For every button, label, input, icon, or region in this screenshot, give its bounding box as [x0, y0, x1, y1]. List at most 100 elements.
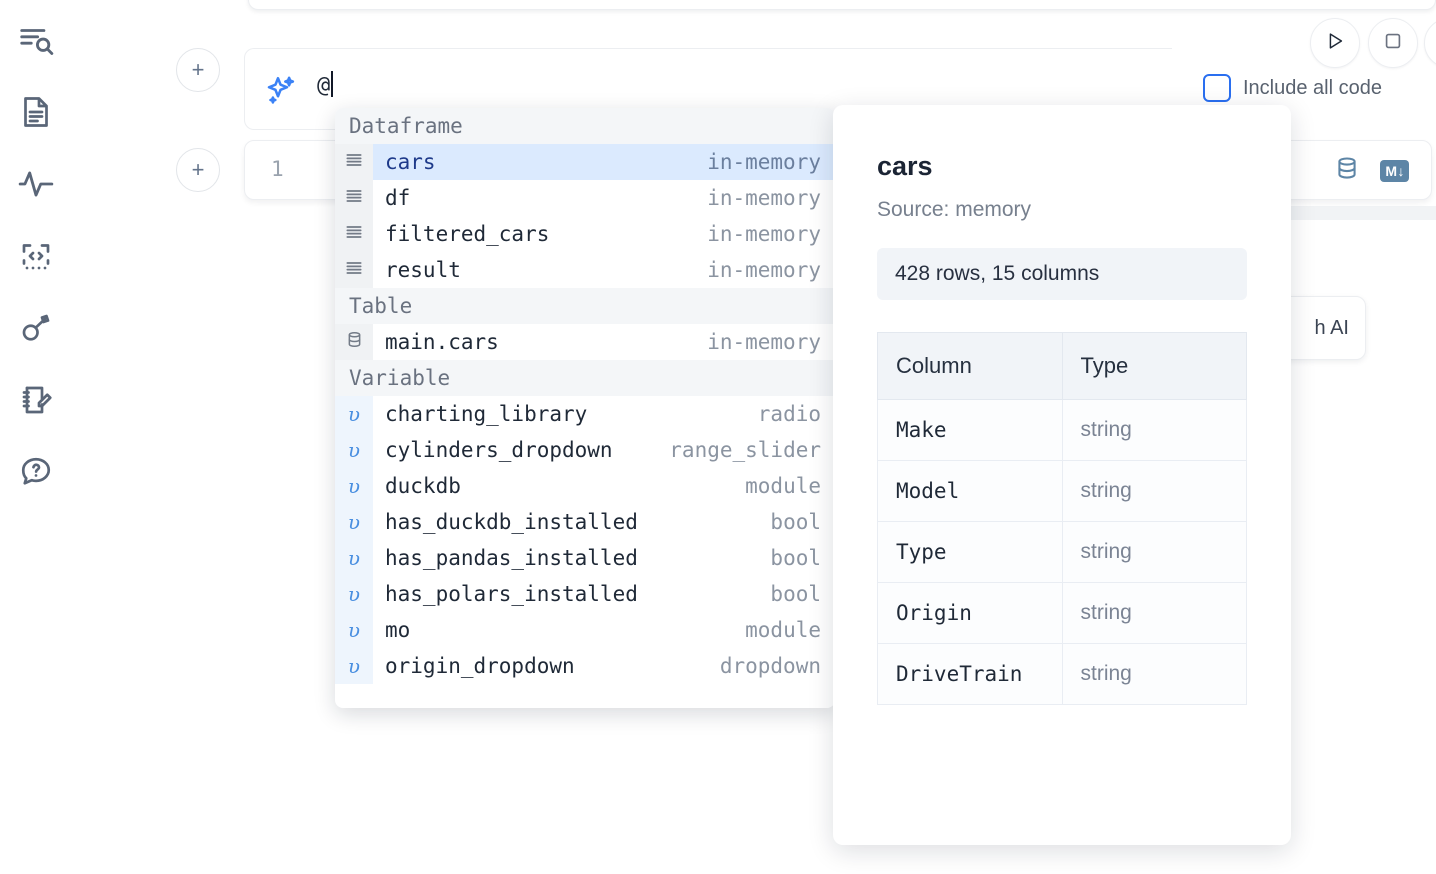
autocomplete-item-icon: υ: [335, 396, 373, 432]
schema-column-type: string: [1061, 399, 1247, 461]
stop-square-icon: [1382, 30, 1404, 57]
schema-table-header-cell: Type: [1061, 332, 1247, 400]
autocomplete-item[interactable]: υ has_pandas_installed bool: [335, 540, 835, 576]
autocomplete-item[interactable]: cars in-memory: [335, 144, 835, 180]
run-controls: [1310, 18, 1418, 68]
more-actions-button[interactable]: [1424, 18, 1436, 68]
database-icon[interactable]: [1334, 155, 1360, 186]
autocomplete-item-meta: module: [745, 474, 821, 498]
markdown-letter: M: [1385, 162, 1397, 179]
autocomplete-item-name: has_polars_installed: [385, 582, 638, 606]
sidebar-item-activity[interactable]: [14, 162, 58, 206]
autocomplete-item-icon: υ: [335, 576, 373, 612]
include-all-code-row[interactable]: Include all code: [1203, 74, 1382, 102]
autocomplete-item-meta: bool: [770, 546, 821, 570]
sidebar-item-scratchpad[interactable]: [14, 378, 58, 422]
variable-icon: υ: [347, 618, 361, 642]
autocomplete-item-meta: in-memory: [707, 150, 821, 174]
sidebar-item-secrets[interactable]: [14, 306, 58, 350]
autocomplete-item-name: has_pandas_installed: [385, 546, 638, 570]
autocomplete-item[interactable]: df in-memory: [335, 180, 835, 216]
detail-title: cars: [877, 151, 933, 181]
schema-table-header-cell: Column: [877, 332, 1063, 400]
variable-icon: υ: [347, 582, 361, 606]
help-chat-icon: [18, 454, 54, 490]
schema-column-name: Model: [877, 460, 1063, 522]
variable-icon: υ: [347, 654, 361, 678]
autocomplete-group-header: Variable: [335, 360, 835, 396]
ai-prompt-input[interactable]: @: [317, 71, 334, 98]
variable-icon: υ: [347, 438, 361, 462]
include-all-code-checkbox[interactable]: [1203, 74, 1231, 102]
dataframe-detail-panel: cars Source: memory 428 rows, 15 columns…: [833, 105, 1291, 845]
autocomplete-item-name: mo: [385, 618, 411, 642]
autocomplete-item-icon: υ: [335, 432, 373, 468]
autocomplete-item-meta: in-memory: [707, 222, 821, 246]
dataframe-rows-icon: [344, 258, 364, 283]
schema-column-type: string: [1061, 521, 1247, 583]
key-icon: [18, 310, 54, 346]
autocomplete-item-meta: bool: [770, 510, 821, 534]
add-cell-button-bottom[interactable]: +: [176, 148, 220, 192]
run-button[interactable]: [1310, 18, 1360, 68]
schema-column-name: Type: [877, 521, 1063, 583]
autocomplete-item[interactable]: υ cylinders_dropdown range_slider: [335, 432, 835, 468]
add-cell-button-top[interactable]: +: [176, 48, 220, 92]
autocomplete-item-meta: in-memory: [707, 258, 821, 282]
sidebar-item-notebook[interactable]: [14, 90, 58, 134]
line-number: 1: [271, 157, 284, 181]
include-all-code-label: Include all code: [1243, 76, 1382, 99]
autocomplete-item[interactable]: result in-memory: [335, 252, 835, 288]
activity-pulse-icon: [17, 165, 55, 203]
sidebar-item-help[interactable]: [14, 450, 58, 494]
code-snippet-icon: [18, 238, 54, 274]
autocomplete-item-meta: bool: [770, 582, 821, 606]
autocomplete-item-icon: [335, 144, 373, 180]
explore-search-icon: [17, 21, 55, 59]
dataframe-rows-icon: [344, 222, 364, 247]
schema-column-name: DriveTrain: [877, 643, 1063, 705]
autocomplete-item-name: origin_dropdown: [385, 654, 575, 678]
stop-button[interactable]: [1368, 18, 1418, 68]
autocomplete-item[interactable]: main.cars in-memory: [335, 324, 835, 360]
autocomplete-item-meta: module: [745, 618, 821, 642]
dataframe-rows-icon: [344, 150, 364, 175]
autocomplete-item-name: cars: [385, 150, 436, 174]
autocomplete-item-name: df: [385, 186, 411, 210]
autocomplete-item[interactable]: υ has_polars_installed bool: [335, 576, 835, 612]
autocomplete-item-name: main.cars: [385, 330, 499, 354]
sidebar-item-explore[interactable]: [14, 18, 58, 62]
autocomplete-item-icon: υ: [335, 540, 373, 576]
autocomplete-item-icon: υ: [335, 468, 373, 504]
autocomplete-item-meta: range_slider: [669, 438, 821, 462]
autocomplete-item-icon: [335, 216, 373, 252]
autocomplete-item-meta: in-memory: [707, 186, 821, 210]
autocomplete-item-name: cylinders_dropdown: [385, 438, 613, 462]
autocomplete-item[interactable]: υ origin_dropdown dropdown: [335, 648, 835, 684]
sidebar-item-snippets[interactable]: [14, 234, 58, 278]
detail-shape-badge: 428 rows, 15 columns: [877, 248, 1247, 300]
autocomplete-item-name: duckdb: [385, 474, 461, 498]
autocomplete-item-name: has_duckdb_installed: [385, 510, 638, 534]
markdown-icon[interactable]: M↓: [1380, 159, 1409, 182]
ai-prompt-value: @: [317, 73, 331, 98]
autocomplete-item-meta: dropdown: [719, 654, 821, 678]
autocomplete-item-meta: in-memory: [707, 330, 821, 354]
schema-column-type: string: [1061, 643, 1247, 705]
autocomplete-item-name: result: [385, 258, 461, 282]
